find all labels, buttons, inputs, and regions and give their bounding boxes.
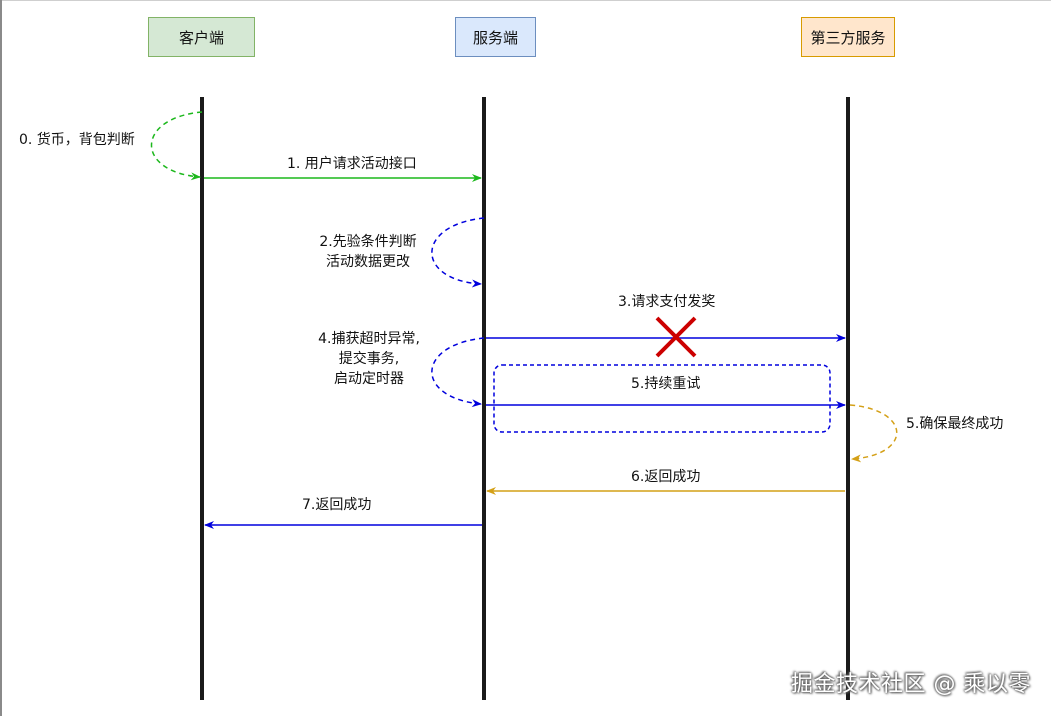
step1-label: 1. 用户请求活动接口 (287, 156, 417, 172)
step5-ensure-self-loop (849, 404, 898, 463)
step6-label: 6.返回成功 (631, 469, 701, 485)
watermark: 掘金技术社区 @ 乘以零 (791, 672, 1031, 697)
participant-server-label: 服务端 (472, 28, 518, 47)
participant-third-party: 第三方服务 (801, 17, 895, 57)
participant-third-party-label: 第三方服务 (810, 28, 886, 47)
step4-label-line3: 启动定时器 (334, 371, 404, 387)
step2-self-loop (431, 217, 485, 288)
step4-self-loop (431, 337, 485, 408)
participant-client: 客户端 (148, 17, 255, 57)
frame-left-border (0, 0, 2, 716)
step0-self-loop (150, 111, 203, 181)
participant-client-label: 客户端 (178, 28, 224, 47)
step2-label-line1: 2.先验条件判断 (319, 234, 417, 250)
step5-ensure-label: 5.确保最终成功 (906, 416, 1004, 432)
step5-retry-label: 5.持续重试 (631, 376, 701, 392)
step4-label-line1: 4.捕获超时异常, (318, 331, 420, 347)
step2-label-line2: 活动数据更改 (326, 254, 410, 270)
step0-label: 0. 货币，背包判断 (19, 132, 135, 148)
step4-label: 4.捕获超时异常, 提交事务, 启动定时器 (296, 329, 442, 389)
step2-label: 2.先验条件判断 活动数据更改 (300, 232, 436, 272)
frame-top-border (0, 0, 1051, 1)
retry-box (493, 364, 831, 433)
step3-label: 3.请求支付发奖 (618, 294, 716, 310)
participant-server: 服务端 (455, 17, 536, 57)
step7-label: 7.返回成功 (302, 497, 372, 513)
failure-cross-icon (655, 316, 697, 358)
step4-label-line2: 提交事务, (338, 351, 400, 367)
